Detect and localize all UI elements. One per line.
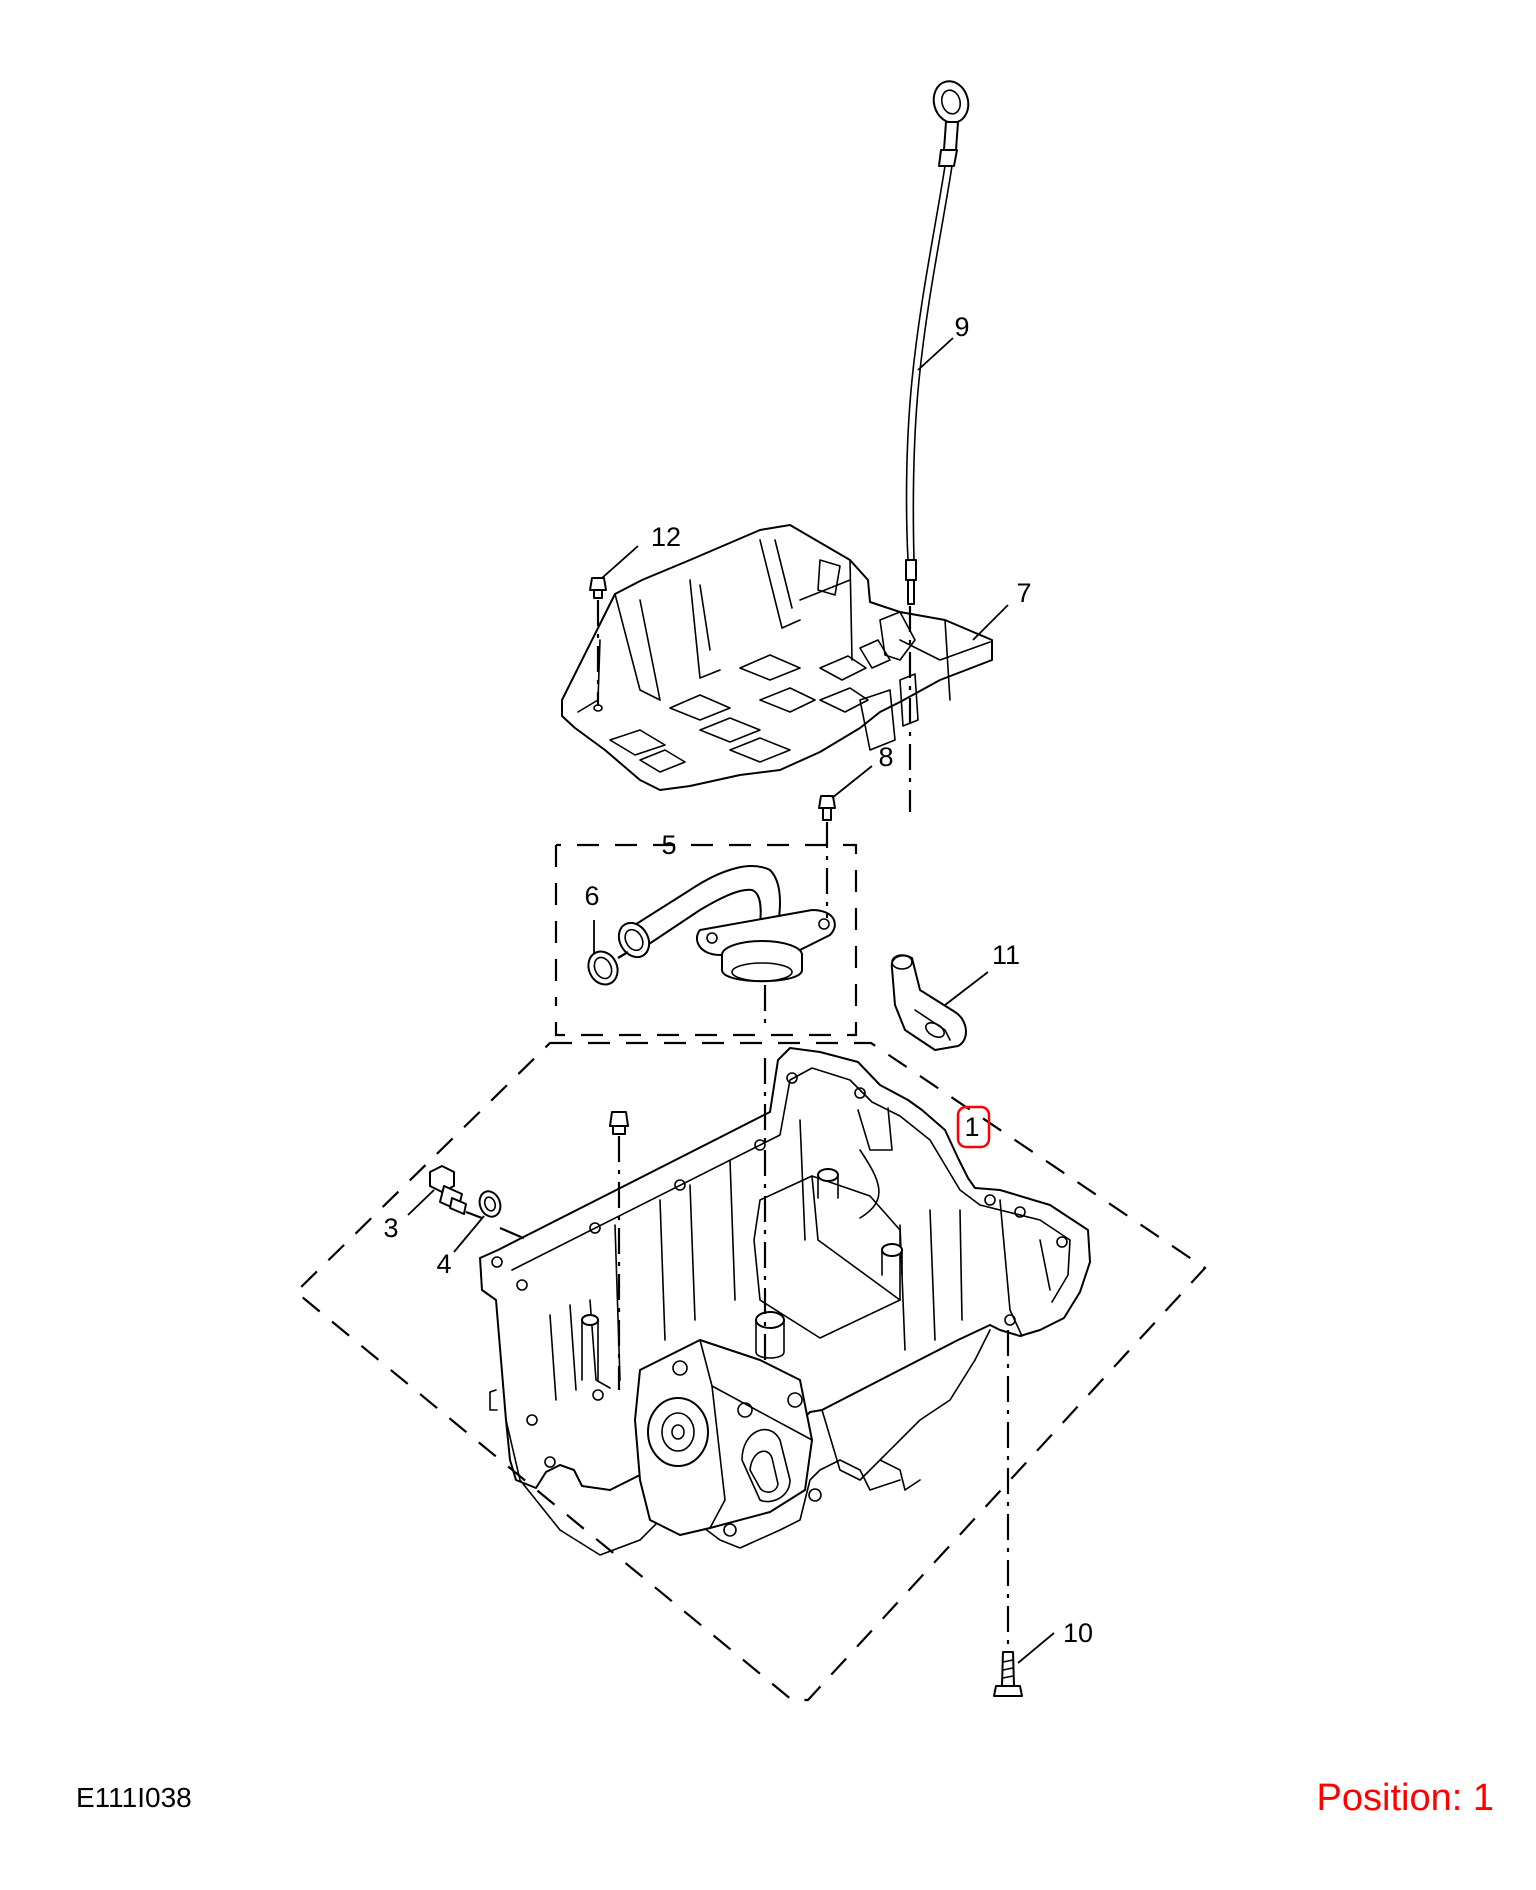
- leader-10: [1017, 1632, 1055, 1664]
- pickup-group-boundary: [554, 843, 858, 1037]
- callout-1[interactable]: 1: [964, 1112, 979, 1142]
- dipstick-part[interactable]: [905, 77, 973, 605]
- callout-6[interactable]: 6: [584, 881, 599, 911]
- position-label: Position: 1: [1316, 1777, 1494, 1819]
- drain-plug-part[interactable]: [429, 1165, 467, 1215]
- leader-12: [601, 545, 639, 579]
- centerline-6: [617, 951, 629, 959]
- callout-8[interactable]: 8: [878, 742, 893, 772]
- leader-7: [972, 604, 1009, 641]
- callout-11[interactable]: 11: [992, 940, 1020, 970]
- callout-4[interactable]: 4: [436, 1249, 451, 1279]
- bolt-8-part[interactable]: [818, 795, 836, 821]
- callout-5[interactable]: 5: [661, 830, 676, 860]
- oil-pickup-tube-part[interactable]: [613, 865, 836, 983]
- washer-part[interactable]: [476, 1188, 504, 1219]
- leader-3: [407, 1189, 435, 1216]
- leader-11: [944, 971, 989, 1006]
- leader-9: [917, 337, 954, 371]
- callout-3[interactable]: 3: [383, 1213, 398, 1243]
- leader-8: [831, 765, 873, 799]
- callout-12[interactable]: 12: [651, 522, 681, 552]
- leader-4: [453, 1215, 485, 1253]
- oil-pan-group-boundary: [294, 1041, 1207, 1702]
- o-ring-part[interactable]: [583, 947, 623, 990]
- pan-bolt-part[interactable]: [609, 1111, 629, 1135]
- centerline-drain: [465, 1210, 529, 1242]
- callout-9[interactable]: 9: [954, 312, 969, 342]
- callout-1-highlight: [956, 1105, 991, 1149]
- callout-10[interactable]: 10: [1063, 1618, 1093, 1648]
- bolt-12-part[interactable]: [589, 577, 607, 599]
- drawing-code: E111I038: [76, 1782, 192, 1813]
- callout-7[interactable]: 7: [1016, 578, 1031, 608]
- oil-pan-part[interactable]: [479, 1047, 1091, 1556]
- oil-baffle-plate-part[interactable]: [561, 524, 993, 791]
- fitting-part[interactable]: [890, 954, 967, 1051]
- bolt-10-part[interactable]: [993, 1651, 1023, 1697]
